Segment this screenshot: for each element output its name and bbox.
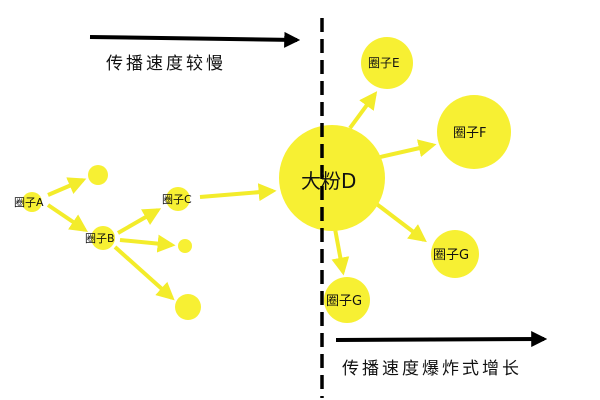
slow-label: 传播速度较慢: [106, 53, 226, 74]
node-label-e: 圈子E: [368, 56, 400, 70]
fast-arrow: [335, 331, 548, 348]
arrow-d-to-g1: [372, 200, 427, 243]
arrow-d-to-f: [375, 139, 437, 160]
arrow-b-to-bottom: [113, 245, 175, 301]
node-circle-g2: [324, 277, 370, 323]
node-unlabeled-mid: [178, 239, 192, 253]
node-unlabeled-top: [88, 165, 108, 185]
node-label-c: 圈子C: [162, 193, 192, 206]
spread-arrows: [46, 91, 437, 301]
node-circle-c: [166, 187, 190, 211]
node-circle-b: [91, 226, 115, 250]
arrow-d-to-e: [348, 91, 378, 130]
fast-label: 传播速度爆炸式增长: [342, 359, 522, 379]
node-label-d: 大粉D: [301, 169, 356, 193]
node-circle-g1: [431, 230, 479, 278]
node-circle-e: [361, 37, 413, 89]
node-label-g1: 圈子G: [433, 248, 469, 263]
node-circle-d: [279, 125, 385, 231]
node-circle-f: [437, 95, 511, 169]
node-label-f: 圈子F: [453, 126, 486, 141]
node-label-a: 圈子A: [14, 196, 44, 209]
arrow-b-to-c: [117, 208, 162, 235]
node-label-g2: 圈子G: [326, 294, 362, 309]
arrow-b-to-mid: [119, 234, 176, 253]
node-circle-a: [22, 192, 42, 212]
arrow-a-to-b: [46, 203, 88, 233]
nodes: [22, 37, 511, 323]
node-unlabeled-bottom: [175, 294, 201, 320]
arrow-a-to-top: [47, 177, 87, 197]
arrow-c-to-d: [199, 183, 277, 202]
slow-arrow: [89, 31, 301, 48]
node-label-b: 圈子B: [85, 232, 115, 245]
